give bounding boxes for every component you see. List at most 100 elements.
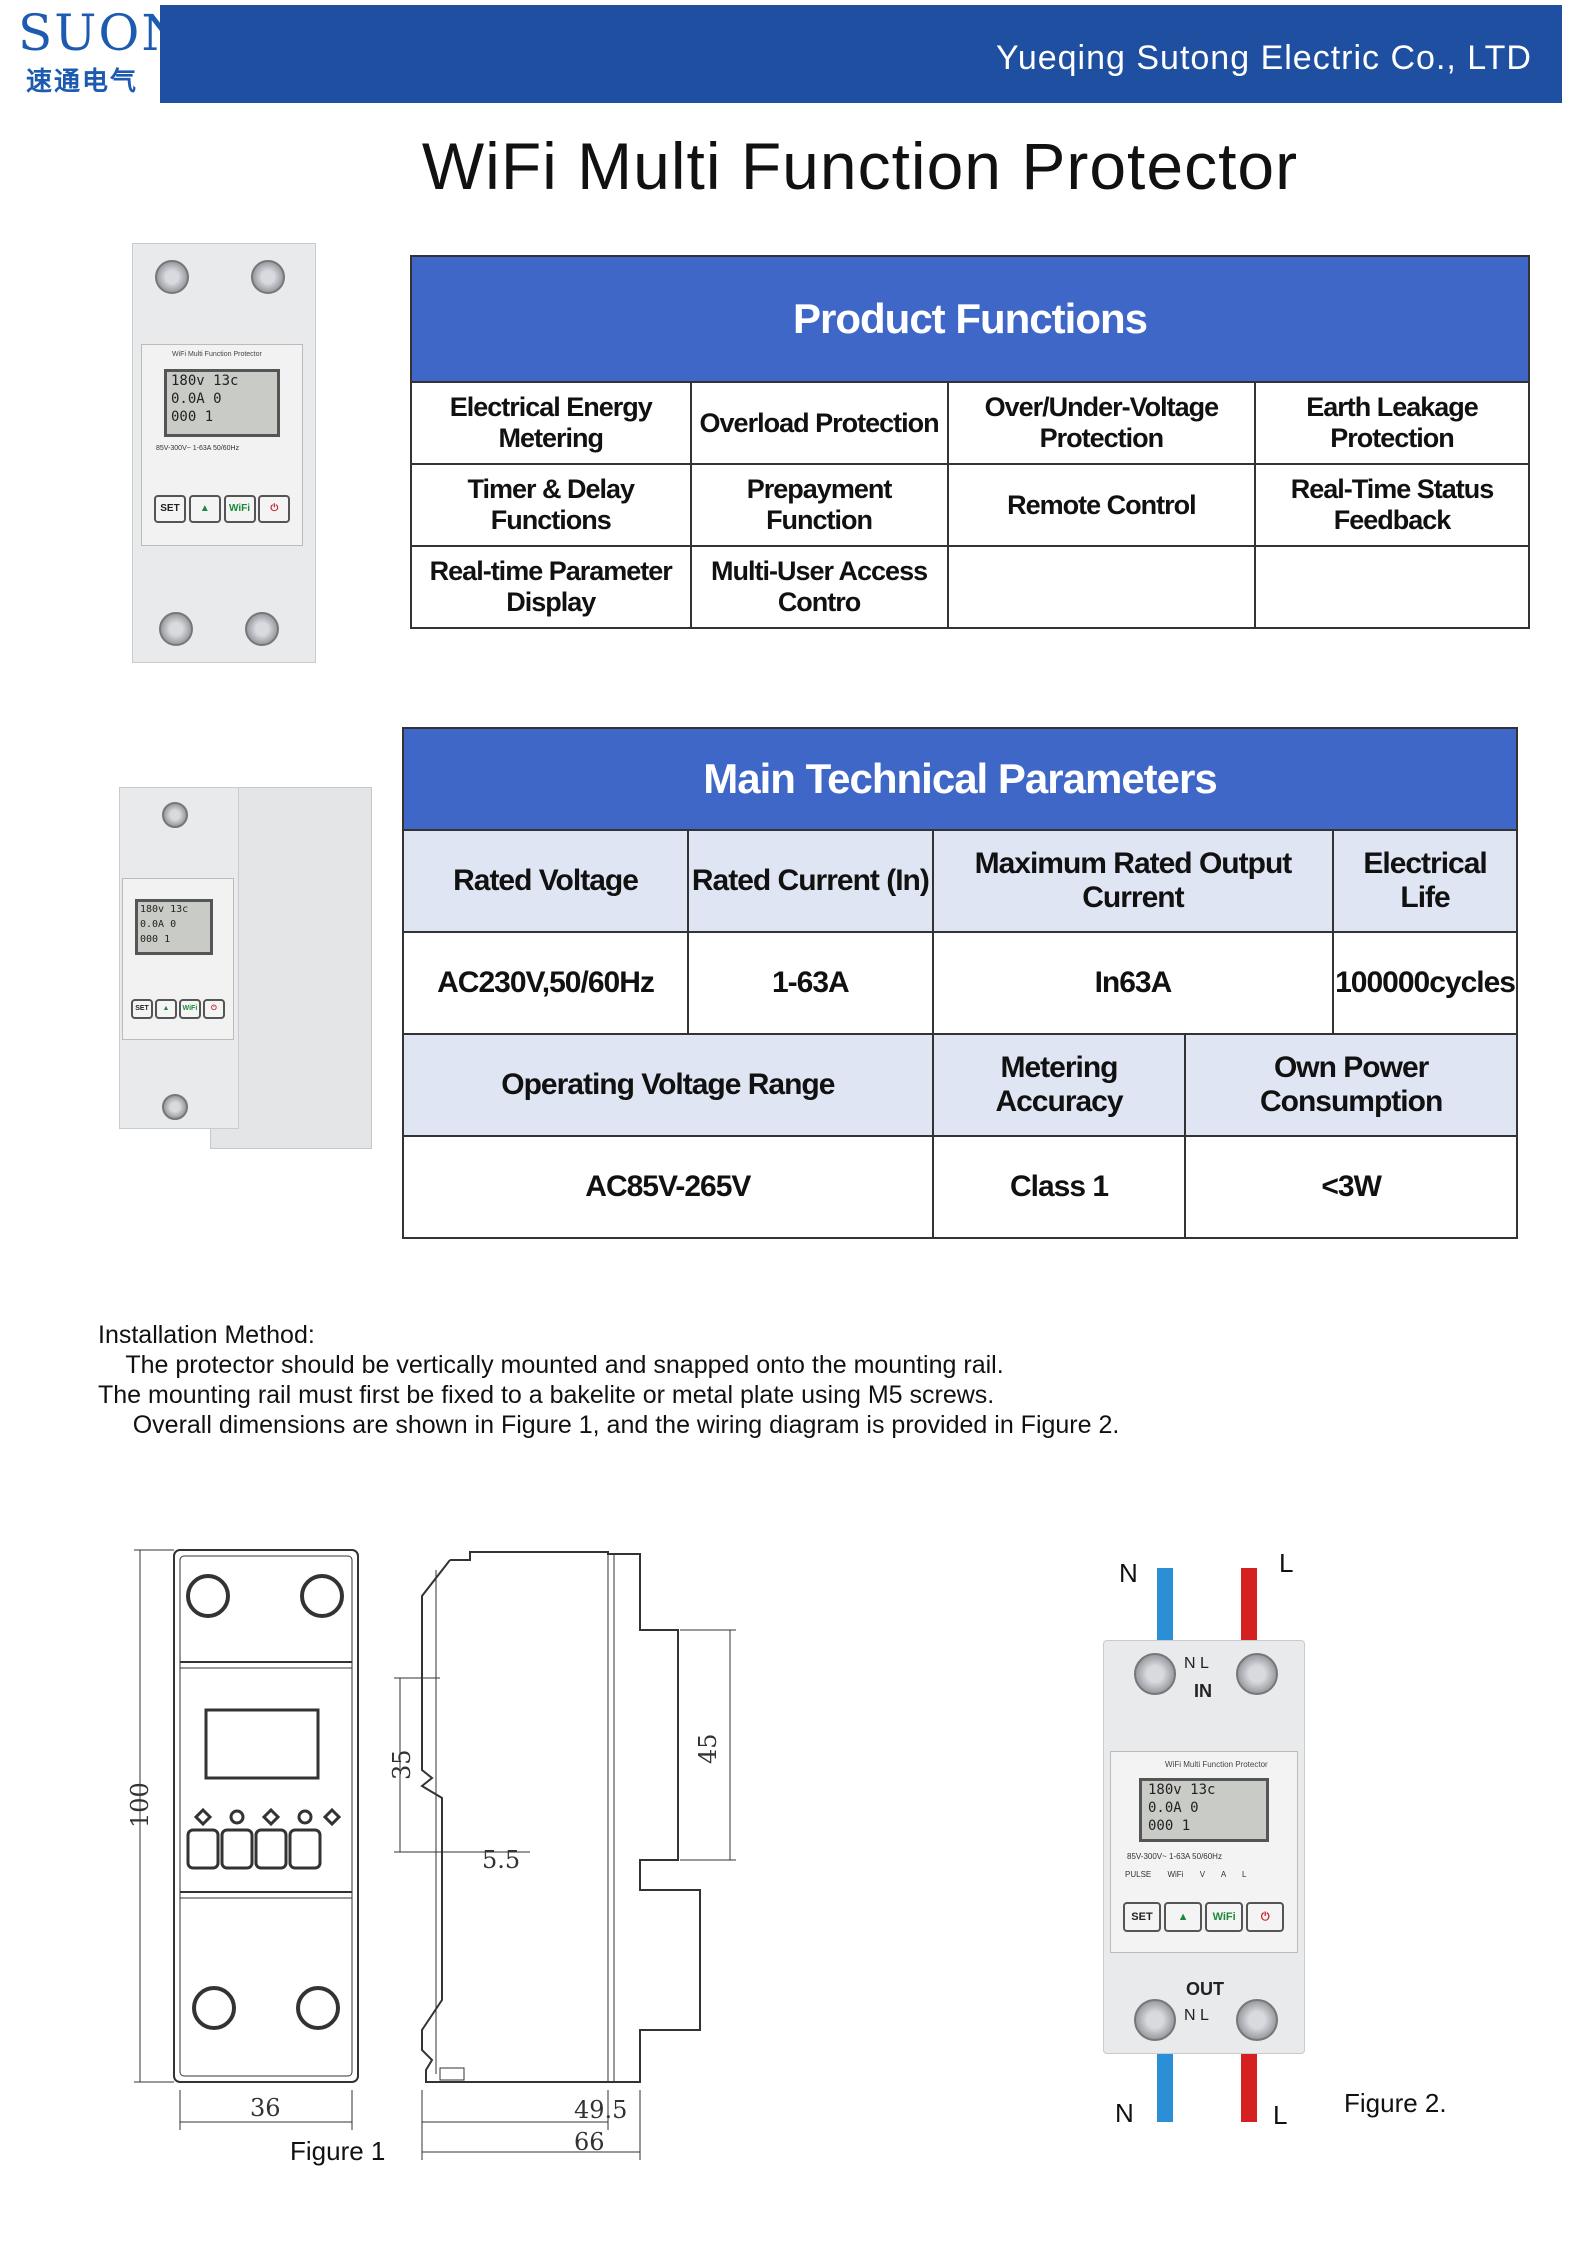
lcd-row: 180v 13c	[1148, 1782, 1216, 1798]
table-row: Real-time Parameter Display Multi-User A…	[410, 545, 1530, 629]
front-view	[134, 1549, 359, 2130]
installation-method-text: Installation Method: The protector shoul…	[98, 1320, 1119, 1440]
logo-chinese-text: 速通电气	[26, 66, 139, 96]
figure-2-caption: Figure 2.	[1344, 2088, 1447, 2118]
table-row: AC85V-265V Class 1 <3W	[402, 1135, 1518, 1239]
table-cell: Electrical Energy Metering	[410, 381, 692, 465]
device-button-row: SET ▲ WiFi ⏻	[131, 999, 225, 1019]
install-line: The protector should be vertically mount…	[98, 1351, 1004, 1379]
device-body-front: 180v 13c 0.0A 0 000 1 SET ▲ WiFi ⏻	[119, 787, 239, 1129]
wifi-button: WiFi	[178, 999, 201, 1019]
table-row: Rated Voltage Rated Current (In) Maximum…	[402, 829, 1518, 933]
neutral-wire-bottom	[1157, 2046, 1173, 2122]
lcd-row: 000 1	[1148, 1818, 1191, 1834]
in-label: IN	[1194, 1681, 1212, 1701]
dim-height-label: 100	[126, 1782, 154, 1828]
device-face-panel: 180v 13c 0.0A 0 000 1 SET ▲ WiFi ⏻	[122, 878, 234, 1040]
lcd-row: 000 1	[140, 934, 171, 945]
table-header-cell: Maximum Rated Output Current	[931, 829, 1335, 933]
install-line: The mounting rail must first be fixed to…	[98, 1381, 995, 1409]
lcd-row: 000 1	[171, 409, 214, 425]
lcd-row: 180v 13c	[140, 904, 189, 915]
product-functions-table: Product Functions Electrical Energy Mete…	[410, 255, 1530, 629]
table-row: Electrical Energy Metering Overload Prot…	[410, 381, 1530, 465]
table-cell: 1-63A	[687, 931, 934, 1035]
table-header-cell: Rated Current (In)	[687, 829, 934, 933]
lcd-row: 0.0A 0	[140, 919, 177, 930]
company-name: Yueqing Sutong Electric Co., LTD	[996, 39, 1532, 77]
indicator-label: PULSE	[1125, 1870, 1152, 1879]
terminal-screw-icon	[159, 612, 193, 646]
install-line: Overall dimensions are shown in Figure 1…	[98, 1411, 1120, 1439]
table-cell: <3W	[1184, 1135, 1518, 1239]
dim-35-label: 35	[388, 1749, 416, 1780]
table-cell	[1254, 545, 1530, 629]
table-heading: Main Technical Parameters	[402, 727, 1518, 831]
indicator-label: V	[1199, 1870, 1206, 1879]
power-button: ⏻	[258, 495, 291, 523]
terminal-letters-top: N L	[1184, 1655, 1209, 1672]
indicator-label: A	[1220, 1870, 1226, 1879]
wiring-device-body: N L IN WiFi Multi Function Protector 180…	[1103, 1640, 1305, 2054]
terminal-screw-icon	[162, 802, 188, 828]
device-button-row: SET ▲ WiFi ⏻	[1123, 1902, 1285, 1932]
table-row: Operating Voltage Range Metering Accurac…	[402, 1033, 1518, 1137]
device-label: WiFi Multi Function Protector	[172, 351, 262, 358]
indicator-labels: PULSE WiFi V A L	[1125, 1870, 1246, 1879]
table-cell: Overload Protection	[689, 381, 949, 465]
power-button: ⏻	[1246, 1902, 1285, 1932]
wire-label-n-top: N	[1119, 1558, 1138, 1588]
terminal-screw-icon	[1134, 1653, 1176, 1695]
terminal-screw-icon	[251, 260, 285, 294]
dim-66-label: 66	[574, 2128, 605, 2156]
up-button: ▲	[154, 999, 177, 1019]
device-face-panel: WiFi Multi Function Protector 180v 13c 0…	[141, 344, 303, 546]
table-cell: In63A	[931, 931, 1335, 1035]
terminal-screw-icon	[1236, 1653, 1278, 1695]
set-button: SET	[154, 495, 186, 523]
set-button: SET	[131, 999, 153, 1019]
device-face-panel: WiFi Multi Function Protector 180v 13c 0…	[1110, 1751, 1298, 1953]
table-cell: Remote Control	[946, 463, 1257, 547]
rating-label: 85V-300V~ 1-63A 50/60Hz	[156, 445, 240, 452]
logo-mark: SUON	[18, 4, 188, 62]
figure-2-wiring-diagram: N L N L N L IN WiFi Multi Function Prote…	[1095, 1548, 1335, 2134]
out-label: OUT	[1186, 1979, 1224, 1999]
table-cell: AC230V,50/60Hz	[402, 931, 689, 1035]
table-cell: Real-Time Status Feedback	[1254, 463, 1530, 547]
side-view	[394, 1551, 736, 2160]
table-header-cell: Metering Accuracy	[931, 1033, 1187, 1137]
table-cell: AC85V-265V	[402, 1135, 934, 1239]
terminal-screw-icon	[1134, 1999, 1176, 2041]
table-cell: Class 1	[931, 1135, 1187, 1239]
install-line: Installation Method:	[98, 1321, 315, 1349]
table-cell	[946, 545, 1257, 629]
rating-label: 85V-300V~ 1-63A 50/60Hz	[1127, 1852, 1222, 1861]
table-header-cell: Own Power Consumption	[1184, 1033, 1518, 1137]
table-cell: Real-time Parameter Display	[410, 545, 692, 629]
up-button: ▲	[188, 495, 221, 523]
wifi-button: WiFi	[223, 495, 256, 523]
terminal-screw-icon	[245, 612, 279, 646]
wire-label-l-bottom: L	[1273, 2100, 1288, 2130]
dim-49-5-label: 49.5	[574, 2096, 627, 2124]
up-button: ▲	[1164, 1902, 1203, 1932]
header-bar: Yueqing Sutong Electric Co., LTD	[160, 5, 1562, 103]
device-photo-front: WiFi Multi Function Protector 180v 13c 0…	[132, 243, 316, 663]
dim-width-label: 36	[250, 2094, 281, 2122]
table-header-cell: Rated Voltage	[402, 829, 689, 933]
table-row: Timer & Delay Functions Prepayment Funct…	[410, 463, 1530, 547]
table-header-cell: Operating Voltage Range	[402, 1033, 934, 1137]
table-cell: Earth Leakage Protection	[1254, 381, 1530, 465]
terminal-screw-icon	[155, 260, 189, 294]
table-cell: Timer & Delay Functions	[410, 463, 692, 547]
figure-1-dimension-drawing: 100 36 35 45 5.5 49.5 66	[126, 1549, 736, 2160]
indicator-label: WiFi	[1167, 1870, 1184, 1879]
dim-5-5-label: 5.5	[482, 1846, 520, 1874]
table-cell: Prepayment Function	[689, 463, 949, 547]
wire-label-l-top: L	[1279, 1548, 1294, 1578]
terminal-letters-bottom: N L	[1184, 2007, 1209, 2024]
dim-45-label: 45	[694, 1733, 722, 1764]
company-logo: SUON 速通电气	[18, 4, 188, 103]
device-photo-angled: 180v 13c 0.0A 0 000 1 SET ▲ WiFi ⏻	[115, 775, 375, 1155]
